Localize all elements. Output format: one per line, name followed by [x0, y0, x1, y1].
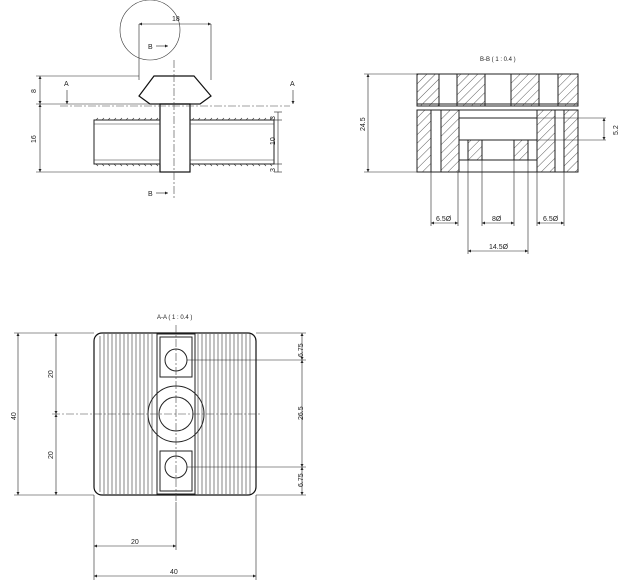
- front-view: 18 B B 8 16: [31, 0, 295, 200]
- dim-aa-half-width: 20: [131, 539, 139, 546]
- dim-aa-lower-half: 20: [48, 451, 55, 459]
- dim-aa-top-offset: 6.75: [298, 343, 305, 357]
- dim-aa-bottom-offset: 6.75: [298, 473, 305, 487]
- dim-aa-hole-spacing: 26.5: [298, 406, 305, 420]
- dim-bb-groove: 5.2: [613, 125, 620, 135]
- dim-top-width: 18: [172, 16, 180, 23]
- dim-bb-right-hole: 6.5Ø: [543, 216, 559, 223]
- dim-bb-height: 24.5: [360, 117, 367, 131]
- section-mark-b-top: B: [148, 44, 153, 51]
- dim-body-height: 16: [31, 135, 38, 143]
- dim-wall-bottom: 3: [270, 168, 277, 172]
- dim-fin-height: 8: [31, 89, 38, 93]
- section-aa: A-A ( 1 : 0.4 ): [11, 315, 306, 580]
- dim-aa-overall-height: 40: [11, 412, 18, 420]
- dim-bb-left-hole: 6.5Ø: [436, 216, 452, 223]
- dim-wall-top: 3: [270, 116, 277, 120]
- section-bb: B-B ( 1 : 0.4 ) 24.5 5.2: [360, 57, 620, 254]
- section-bb-title: B-B ( 1 : 0.4 ): [480, 57, 516, 63]
- section-mark-a-right: A: [290, 81, 295, 88]
- dim-aa-overall-width: 40: [170, 569, 178, 576]
- section-mark-a-left: A: [64, 81, 69, 88]
- dim-bore: 10: [270, 137, 277, 145]
- dim-bb-center-hole: 8Ø: [492, 216, 502, 223]
- section-mark-b-bottom: B: [148, 191, 153, 198]
- dim-bb-center-span: 14.5Ø: [489, 244, 509, 251]
- dim-aa-upper-half: 20: [48, 370, 55, 378]
- section-aa-title: A-A ( 1 : 0.4 ): [157, 315, 192, 321]
